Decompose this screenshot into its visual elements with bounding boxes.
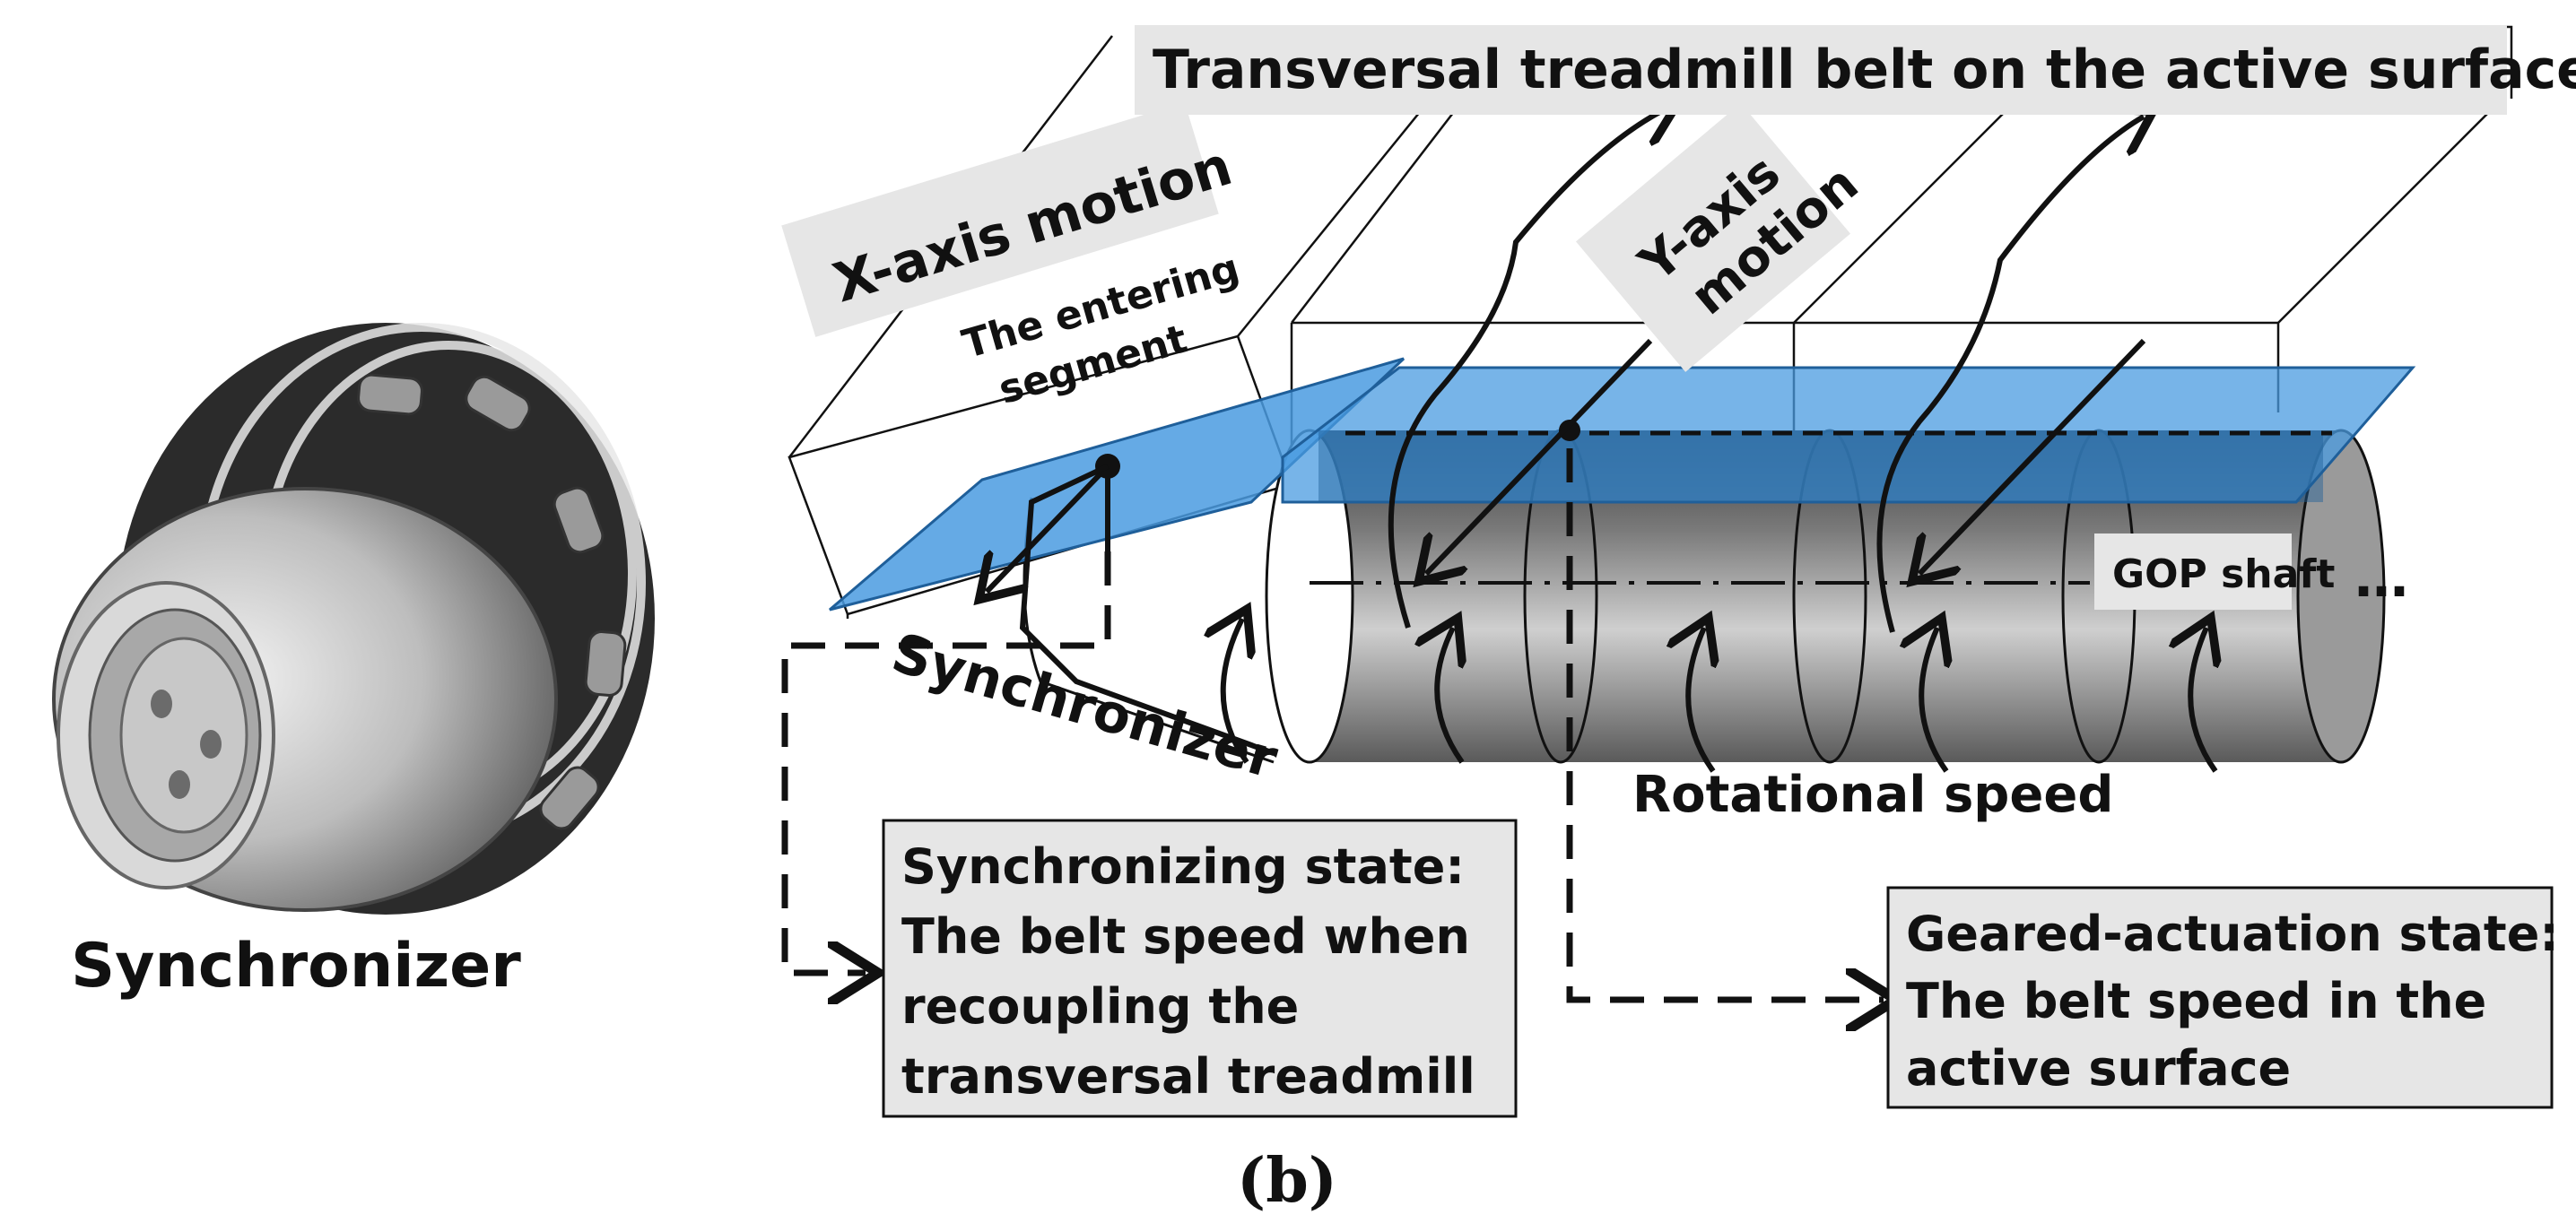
sync-line: The belt speed when <box>901 908 1470 965</box>
label-backgrounds <box>781 25 2507 610</box>
geared-line: Geared-actuation state: <box>1906 906 2559 962</box>
sync-line: transversal treadmill <box>901 1048 1475 1105</box>
geared-line: The belt speed in the <box>1906 973 2486 1029</box>
ellipsis-dots: … <box>2354 547 2408 610</box>
gop-shaft-label: GOP shaft <box>2112 551 2335 597</box>
synchronizer-device-render <box>52 323 655 915</box>
active-contact-dot <box>1559 420 1580 441</box>
geared-actuation-state-box <box>1886 886 2554 1109</box>
figure-label: (b) <box>1237 1145 1337 1217</box>
transversal-belt-label: Transversal treadmill belt on the active… <box>1153 39 2576 101</box>
geared-state-text: Geared-actuation state: The belt speed i… <box>1906 906 2576 1097</box>
geared-line: active surface <box>1906 1040 2291 1097</box>
motion-arrows <box>987 108 2215 773</box>
rotational-speed-label: Rotational speed <box>1632 766 2113 824</box>
synchronizer-device-label: Synchronizer <box>71 931 521 1002</box>
treadmill-belt <box>829 357 2416 612</box>
synchronizing-state-box <box>882 819 1518 1118</box>
sync-line: Synchronizing state: <box>901 838 1465 895</box>
synchronizing-state-text: Synchronizing state: The belt speed when… <box>901 838 1487 1105</box>
sync-line: recoupling the <box>901 978 1299 1035</box>
dashed-connectors <box>781 448 1884 1000</box>
